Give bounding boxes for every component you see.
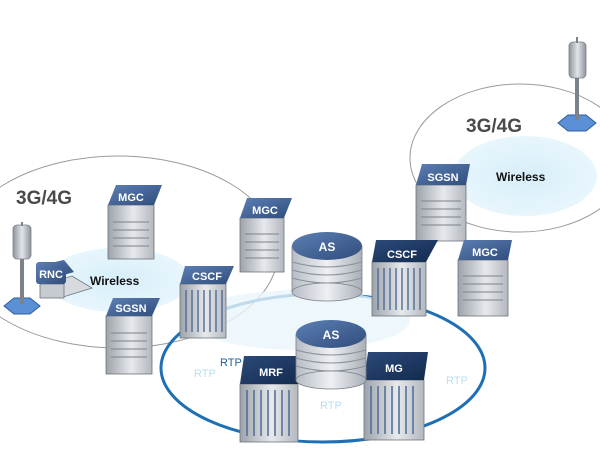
as-bottom-database: AS: [295, 320, 367, 390]
rnc-box: RNC: [36, 260, 93, 299]
mgc-center-label: MGC: [252, 205, 278, 217]
right-antenna-tower-icon: [557, 37, 597, 132]
cscf-right-chassis: CSCF: [371, 240, 438, 317]
sgsn-right-server: SGSN: [415, 164, 470, 242]
right-network-label: 3G/4G: [466, 116, 522, 137]
as-bottom-label: AS: [323, 328, 340, 342]
left-network-label: 3G/4G: [16, 188, 72, 209]
mgc-right-label: MGC: [472, 247, 498, 259]
sgsn-left-server: SGSN: [105, 298, 160, 375]
sgsn-right-label: SGSN: [427, 172, 458, 184]
left-wireless-label: Wireless: [90, 274, 140, 288]
cscf-left-label: CSCF: [192, 271, 222, 283]
right-wireless-cloud: [453, 136, 597, 216]
right-wireless-label: Wireless: [496, 170, 546, 184]
rtp-left-faint-label: RTP: [194, 368, 216, 380]
rnc-label: RNC: [39, 269, 63, 281]
rtp-bottom-label: RTP: [320, 400, 342, 412]
cscf-left-chassis: CSCF: [179, 266, 234, 339]
mgc-left-server: MGC: [107, 185, 162, 260]
left-wireless-cloud: [46, 248, 190, 312]
rtp-right-label: RTP: [446, 375, 468, 387]
right-network-boundary: [409, 83, 600, 233]
mg-chassis: MG: [363, 352, 428, 441]
cscf-right-label: CSCF: [387, 249, 417, 261]
rtp-left-dark-label: RTP: [220, 357, 242, 369]
as-top-database: AS: [291, 232, 363, 302]
sgsn-left-label: SGSN: [115, 303, 146, 315]
mgc-right-server: MGC: [457, 240, 512, 317]
mrf-label: MRF: [259, 367, 283, 379]
mgc-left-label: MGC: [118, 192, 144, 204]
as-top-label: AS: [319, 240, 336, 254]
mrf-chassis: MRF: [239, 356, 302, 443]
mg-label: MG: [385, 363, 403, 375]
mgc-center-server: MGC: [239, 198, 292, 273]
left-antenna-tower-icon: [3, 222, 41, 315]
